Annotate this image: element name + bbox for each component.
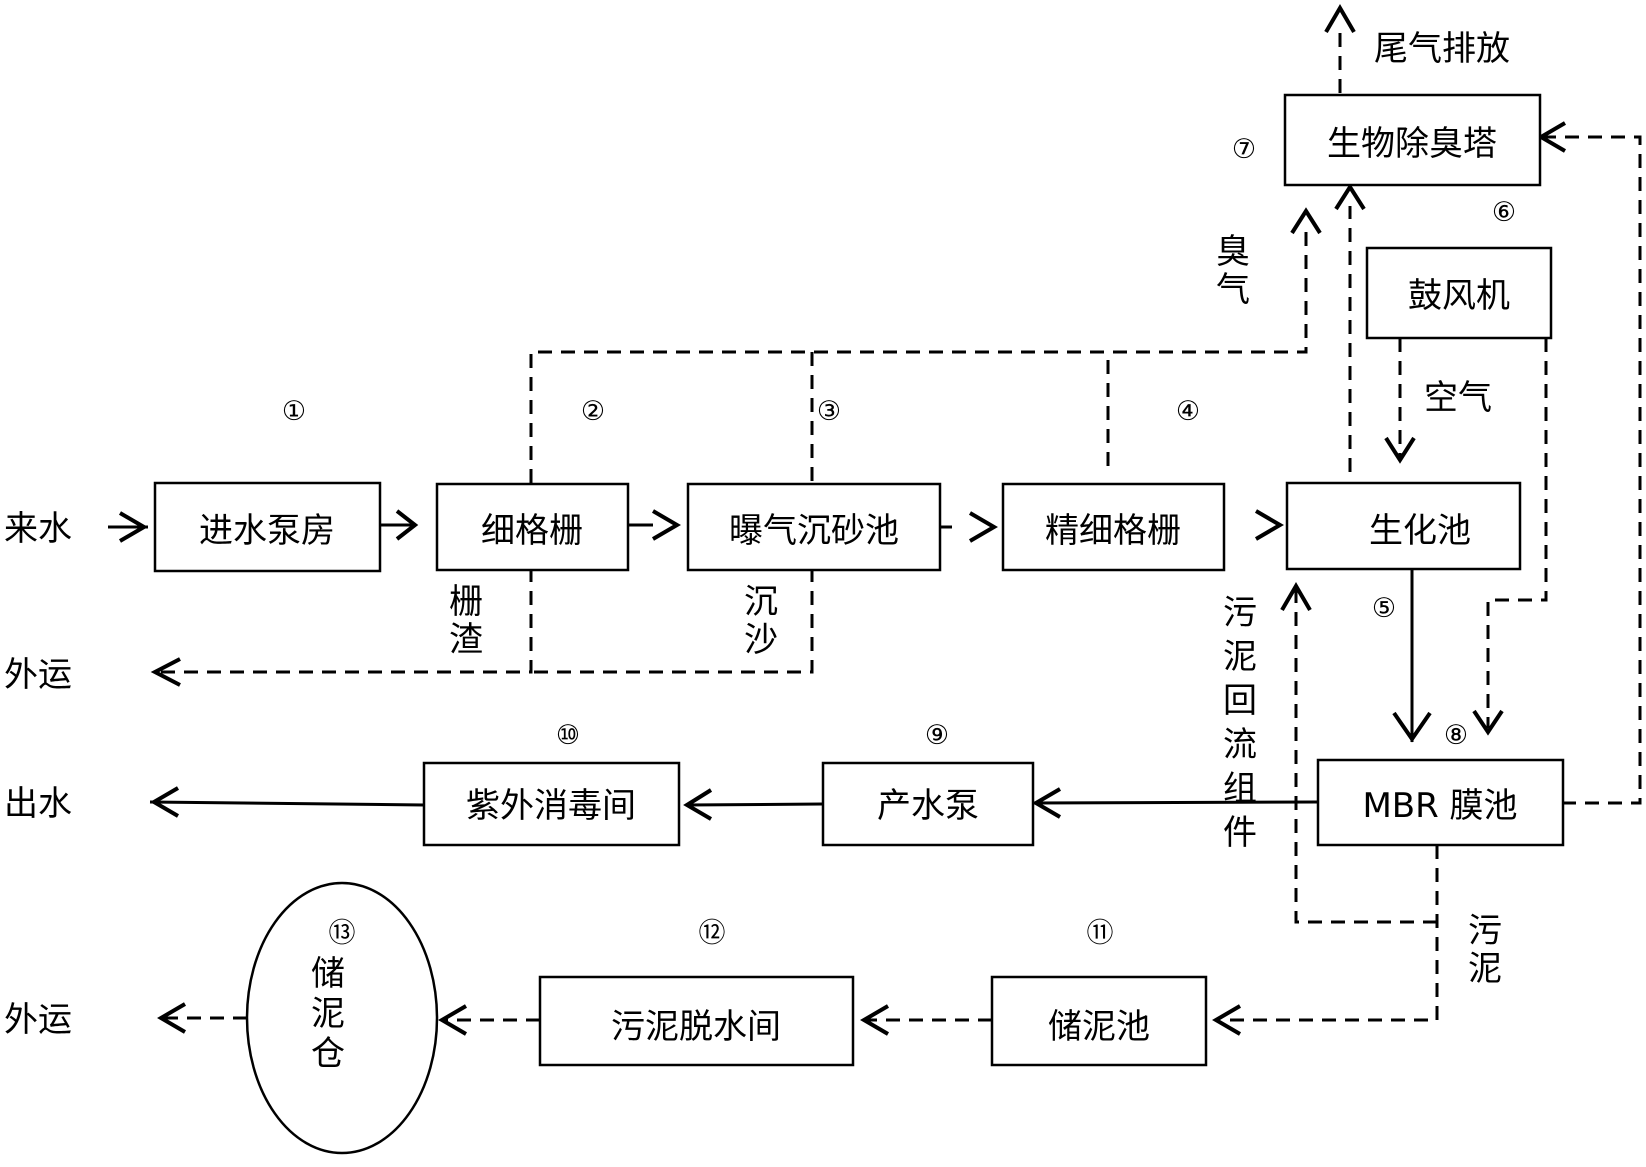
unit-sludge-storage-tank: 储泥池 xyxy=(990,975,1208,1067)
sludge-storage-tank-label: 储泥池 xyxy=(1048,1007,1150,1047)
marker-1: ① xyxy=(282,396,306,427)
arrow-heads xyxy=(118,4,1567,1036)
unit-sludge-silo: 储 泥 仓 xyxy=(245,881,439,1155)
screenings-label: 栅渣 xyxy=(449,582,483,660)
marker-8: ⑧ xyxy=(1444,720,1468,751)
marker-2: ② xyxy=(581,396,605,427)
unit-fine-screen: 细格栅 xyxy=(435,482,630,572)
circled-markers: ① ② ③ ④ ⑤ ⑥ ⑦ ⑧ ⑨ ⑩ ⑪ ⑫ ⑬ xyxy=(282,134,1516,949)
odor-label: 臭气 xyxy=(1216,232,1250,310)
unit-blower: 鼓风机 xyxy=(1365,246,1553,340)
unit-biochemical-tank: 生化池 xyxy=(1285,481,1522,571)
marker-6: ⑥ xyxy=(1492,197,1516,228)
uv-disinfection-room-label: 紫外消毒间 xyxy=(466,786,636,826)
unit-bio-deodorization-tower: 生物除臭塔 xyxy=(1283,93,1542,187)
fine-screen-label: 细格栅 xyxy=(481,511,583,551)
marker-12: ⑫ xyxy=(699,918,726,949)
marker-13: ⑬ xyxy=(329,918,356,949)
marker-11: ⑪ xyxy=(1087,918,1114,949)
grit-label: 沉沙 xyxy=(744,582,778,660)
air-label: 空气 xyxy=(1424,378,1492,418)
unit-sludge-dewatering-room: 污泥脱水间 xyxy=(538,975,855,1067)
haul-grit-label: 外运 xyxy=(4,655,72,695)
product-water-pump-label: 产水泵 xyxy=(877,786,979,826)
unit-product-water-pump: 产水泵 xyxy=(821,761,1035,847)
sludge-silo-label-2: 泥 xyxy=(311,994,345,1034)
bio-deodorization-tower-label: 生物除臭塔 xyxy=(1327,124,1497,164)
sludge-dewatering-room-label: 污泥脱水间 xyxy=(611,1007,781,1047)
sludge-silo-label-1: 储 xyxy=(311,954,345,994)
dashed-flow-lines xyxy=(160,28,1642,1022)
aerated-grit-chamber-label: 曝气沉砂池 xyxy=(729,511,899,551)
unit-precision-fine-screen: 精细格栅 xyxy=(1001,482,1226,572)
marker-5: ⑤ xyxy=(1372,593,1396,624)
marker-9: ⑨ xyxy=(925,720,949,751)
precision-fine-screen-label: 精细格栅 xyxy=(1045,511,1181,551)
intake-pump-house-label: 进水泵房 xyxy=(199,511,335,551)
sludge-label: 污泥 xyxy=(1468,911,1502,989)
inflow-label: 来水 xyxy=(4,509,72,549)
biochemical-tank-label: 生化池 xyxy=(1369,511,1471,551)
marker-7: ⑦ xyxy=(1232,134,1256,165)
unit-aerated-grit-chamber: 曝气沉砂池 xyxy=(686,482,942,572)
marker-3: ③ xyxy=(817,396,841,427)
haul-sludge-label: 外运 xyxy=(4,1000,72,1040)
unit-uv-disinfection-room: 紫外消毒间 xyxy=(422,761,681,847)
unit-mbr-tank: MBR 膜池 xyxy=(1316,758,1565,847)
marker-10: ⑩ xyxy=(556,720,580,751)
effluent-label: 出水 xyxy=(4,784,72,824)
sludge-silo-label-3: 仓 xyxy=(311,1034,345,1074)
marker-4: ④ xyxy=(1176,396,1200,427)
vertical-flow-labels: 栅渣 沉沙 臭气 污泥回流组件 污泥 xyxy=(449,232,1502,989)
blower-label: 鼓风机 xyxy=(1408,276,1510,316)
sludge-return-label: 污泥回流组件 xyxy=(1223,593,1257,853)
unit-intake-pump-house: 进水泵房 xyxy=(153,481,382,573)
exhaust-label: 尾气排放 xyxy=(1374,29,1510,69)
mbr-tank-label: MBR 膜池 xyxy=(1362,786,1517,826)
